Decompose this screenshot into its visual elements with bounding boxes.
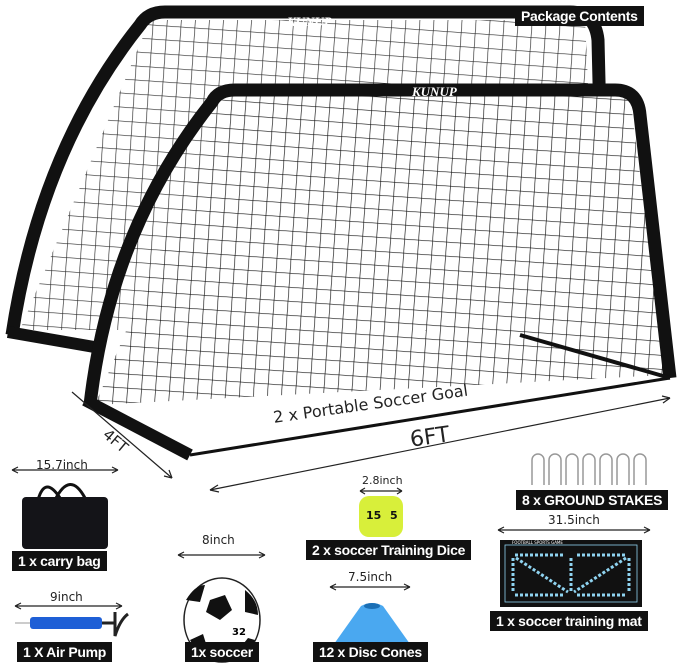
- ball-size: 8inch: [202, 533, 235, 547]
- dice-face-2: 5: [390, 509, 398, 522]
- soccer-ball: [183, 577, 261, 663]
- air-pump: [15, 612, 129, 637]
- brand-logo-front: KUNUP: [412, 84, 457, 99]
- ground-stakes: [531, 453, 647, 485]
- dice-label: 2 x soccer Training Dice: [306, 540, 472, 560]
- dice-face-1: 15: [366, 509, 382, 522]
- dimension-arrows: [11, 391, 671, 610]
- stakes-label: 8 x GROUND STAKES: [516, 490, 669, 510]
- ball-number: 32: [232, 627, 246, 638]
- bag-label: 1 x carry bag: [12, 551, 107, 571]
- pump-size: 9inch: [50, 590, 83, 604]
- bag-size: 15.7inch: [36, 458, 88, 472]
- mat-label: 1 x soccer training mat: [490, 611, 648, 631]
- mat-text: FOOTBALL SPORTS GAME: [512, 540, 563, 545]
- ball-label: 1x soccer: [185, 642, 259, 662]
- cones-label: 12 x Disc Cones: [313, 642, 428, 662]
- pump-label: 1 X Air Pump: [17, 642, 113, 662]
- front-goal: [82, 83, 677, 461]
- brand-logo-back: KUNUP: [287, 14, 332, 29]
- training-dice: [359, 496, 403, 537]
- cone-size: 7.5inch: [348, 570, 393, 584]
- carry-bag: [22, 483, 108, 549]
- package-contents-title: Package Contents: [515, 6, 644, 26]
- training-mat: [500, 540, 642, 607]
- disc-cone: [334, 603, 410, 650]
- mat-size: 31.5inch: [548, 513, 600, 527]
- dice-size: 2.8inch: [362, 474, 403, 487]
